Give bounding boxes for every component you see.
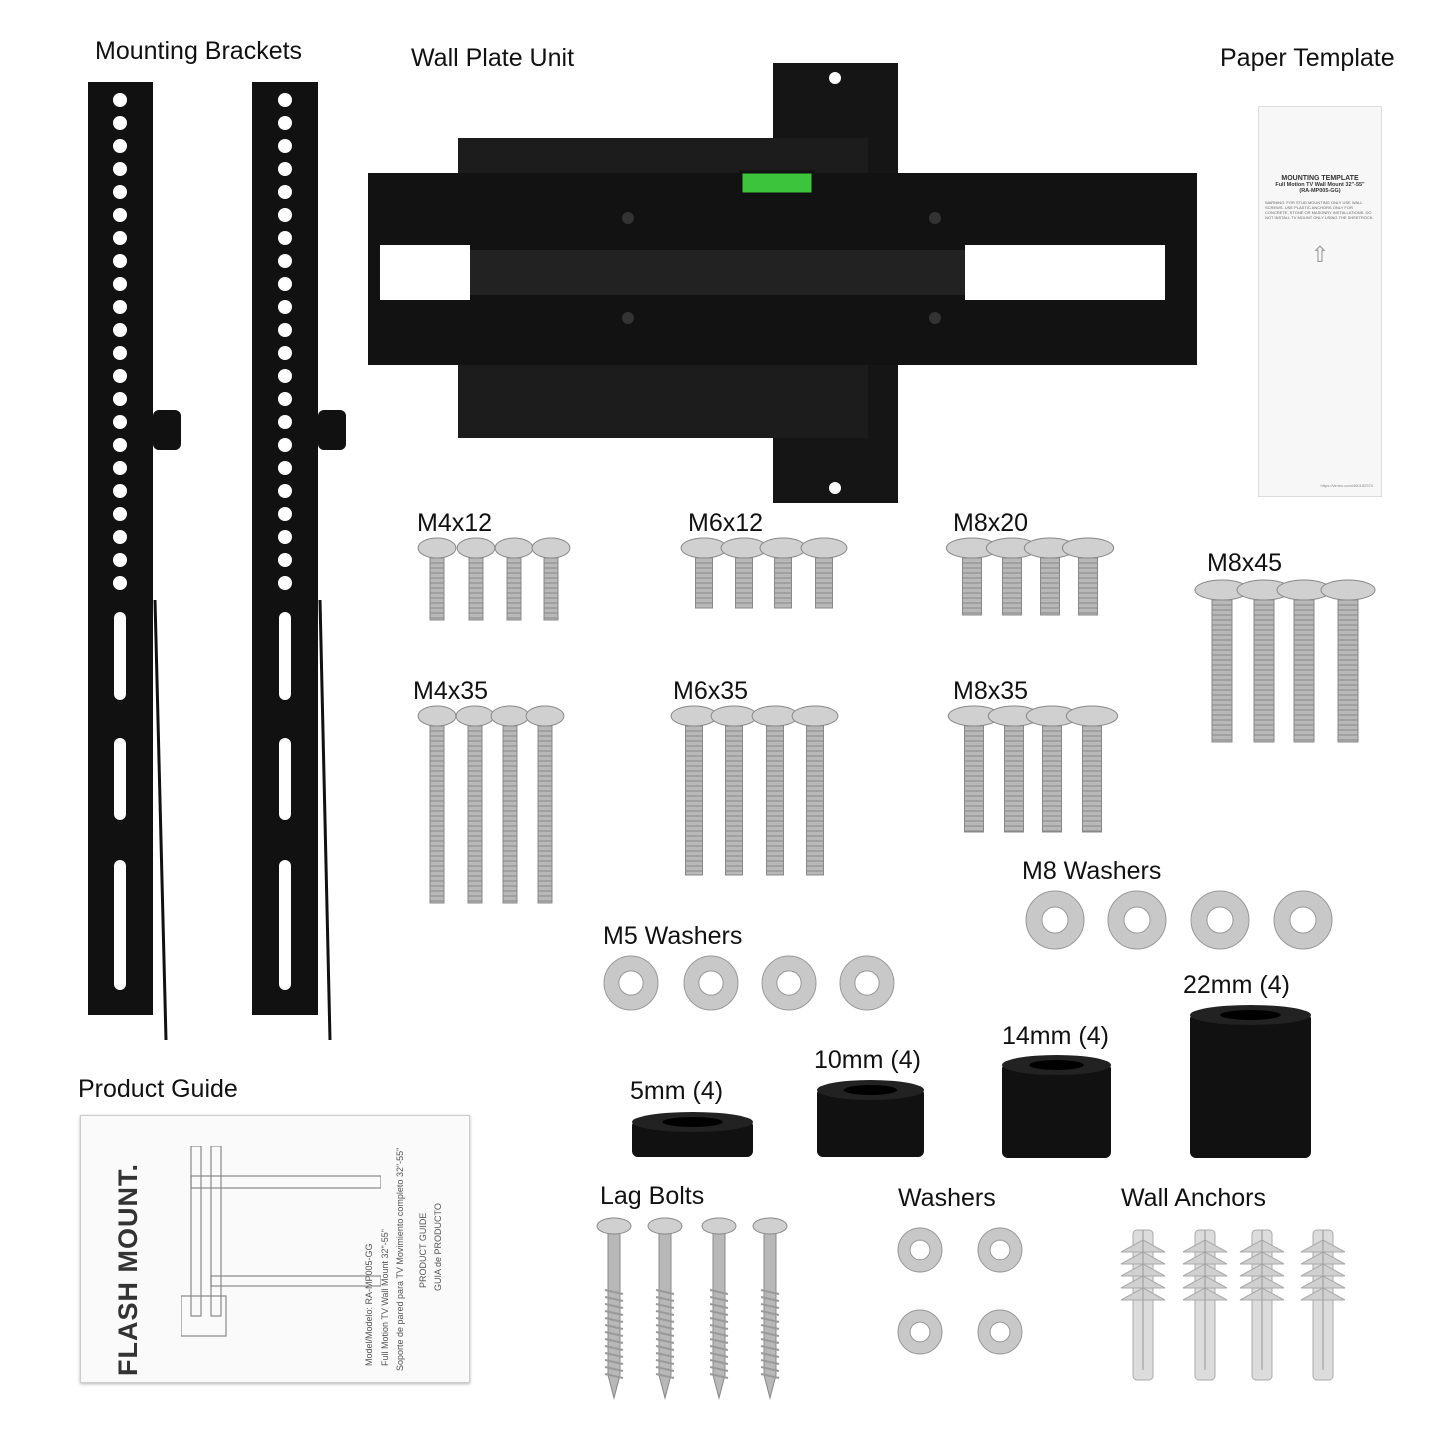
m6x35-screw	[751, 705, 799, 876]
label-spacer-10mm: 10mm (4)	[814, 1046, 921, 1074]
label-paper-template: Paper Template	[1220, 44, 1395, 72]
label-m4x35: M4x35	[413, 677, 489, 705]
small-washer	[897, 1227, 943, 1273]
m4x35-screw	[455, 705, 495, 904]
spacer-5mm	[632, 1112, 753, 1157]
wall-anchor	[1120, 1229, 1166, 1381]
m4x12-group	[417, 537, 571, 621]
lag-bolt	[647, 1217, 683, 1400]
m4x12-screw	[531, 537, 571, 621]
m5-washer	[603, 955, 659, 1011]
label-m8x35: M8x35	[953, 677, 1029, 705]
m4x12-screw	[417, 537, 457, 621]
label-wall-plate-unit: Wall Plate Unit	[411, 44, 575, 72]
m5-washer	[683, 955, 739, 1011]
guide-title-es: Soporte de pared para TV Movimiento comp…	[395, 1147, 405, 1371]
m8x35-screw	[1065, 705, 1119, 833]
lag-bolt	[701, 1217, 737, 1400]
m8x20-screw	[945, 537, 999, 616]
m5-washer	[761, 955, 817, 1011]
m8x20-group	[945, 537, 1115, 616]
label-m4x12: M4x12	[417, 509, 493, 537]
guide-guia: GUIA de PRODUCTO	[433, 1203, 443, 1291]
m6x35-screw	[791, 705, 839, 876]
guide-brand: FLASH MOUNT.	[113, 1163, 143, 1376]
m8x35-screw	[987, 705, 1041, 833]
spacer-14mm	[1002, 1055, 1111, 1158]
label-spacer-5mm: 5mm (4)	[630, 1077, 724, 1105]
label-product-guide: Product Guide	[78, 1075, 238, 1103]
m8-washer	[1190, 890, 1250, 950]
template-subtitle: Full Motion TV Wall Mount 32"-55"	[1275, 182, 1365, 188]
m4x35-group	[417, 705, 565, 904]
m8x35-group	[947, 705, 1119, 833]
wall-anchor	[1182, 1229, 1228, 1381]
guide-product-guide: PRODUCT GUIDE	[418, 1212, 428, 1288]
template-model: (RA-MP005-GG)	[1299, 188, 1341, 194]
m6x12-group	[680, 537, 848, 609]
label-m8x20: M8x20	[953, 509, 1029, 537]
mounting-bracket-right	[252, 82, 346, 1041]
m6x35-screw	[710, 705, 758, 876]
m6x12-screw	[800, 537, 848, 609]
m4x12-screw	[494, 537, 534, 621]
small-washer	[977, 1309, 1023, 1355]
guide-mount-drawing	[181, 1146, 381, 1337]
mounting-bracket-left	[88, 82, 181, 1041]
m8x45-screw	[1276, 579, 1332, 743]
wall-anchor	[1300, 1229, 1346, 1381]
m8x45-group	[1194, 579, 1376, 743]
spacer-22mm	[1190, 1005, 1311, 1158]
label-m6x35: M6x35	[673, 677, 749, 705]
label-spacer-14mm: 14mm (4)	[1002, 1022, 1109, 1050]
m8x45-screw	[1194, 579, 1250, 743]
wall-anchor	[1239, 1229, 1285, 1381]
label-wall-anchors: Wall Anchors	[1121, 1184, 1266, 1212]
label-lag-bolts: Lag Bolts	[600, 1182, 705, 1210]
m6x35-screw	[670, 705, 718, 876]
m8-washer	[1107, 890, 1167, 950]
label-m6x12: M6x12	[688, 509, 764, 537]
m6x12-screw	[759, 537, 807, 609]
m8x35-screw	[1025, 705, 1079, 833]
product-guide: FLASH MOUNT. Model/Modelo: RA-MP005-GG F…	[80, 1115, 470, 1383]
m4x35-screw	[490, 705, 530, 904]
guide-title-en: Full Motion TV Wall Mount 32"-55"	[380, 1229, 390, 1366]
m8-washer	[1025, 890, 1085, 950]
m8x45-screw	[1236, 579, 1292, 743]
spacer-10mm	[817, 1080, 924, 1157]
template-title: MOUNTING TEMPLATE	[1281, 175, 1359, 182]
m8x20-screw	[985, 537, 1039, 616]
wall-plate-unit	[368, 63, 1197, 503]
m5-washer	[839, 955, 895, 1011]
m8x35-screw	[947, 705, 1001, 833]
label-m8-washers: M8 Washers	[1022, 857, 1162, 885]
small-washer	[977, 1227, 1023, 1273]
m8x20-screw	[1061, 537, 1115, 616]
m8x20-screw	[1023, 537, 1077, 616]
m6x35-group	[670, 705, 839, 876]
lag-bolt	[752, 1217, 788, 1400]
label-m5-washers: M5 Washers	[603, 922, 743, 950]
m4x35-screw	[417, 705, 457, 904]
small-washer	[897, 1309, 943, 1355]
label-spacer-22mm: 22mm (4)	[1183, 971, 1290, 999]
label-washers: Washers	[898, 1184, 996, 1212]
label-mounting-brackets: Mounting Brackets	[95, 37, 303, 65]
m8x45-screw	[1320, 579, 1376, 743]
m6x12-screw	[720, 537, 768, 609]
arrow-up-icon: ⇧	[1310, 242, 1330, 267]
m8-washer	[1273, 890, 1333, 950]
template-warning: WARNING: FOR STUD MOUNTING ONLY USE WALL…	[1265, 200, 1374, 220]
m4x12-screw	[456, 537, 496, 621]
label-m8x45: M8x45	[1207, 549, 1283, 577]
m4x35-screw	[525, 705, 565, 904]
lag-bolt	[596, 1217, 632, 1400]
paper-template: MOUNTING TEMPLATE Full Motion TV Wall Mo…	[1258, 106, 1382, 497]
template-url: https://vimeo.com/460182570	[1320, 483, 1373, 488]
bubble-level-icon	[739, 170, 815, 196]
m6x12-screw	[680, 537, 728, 609]
